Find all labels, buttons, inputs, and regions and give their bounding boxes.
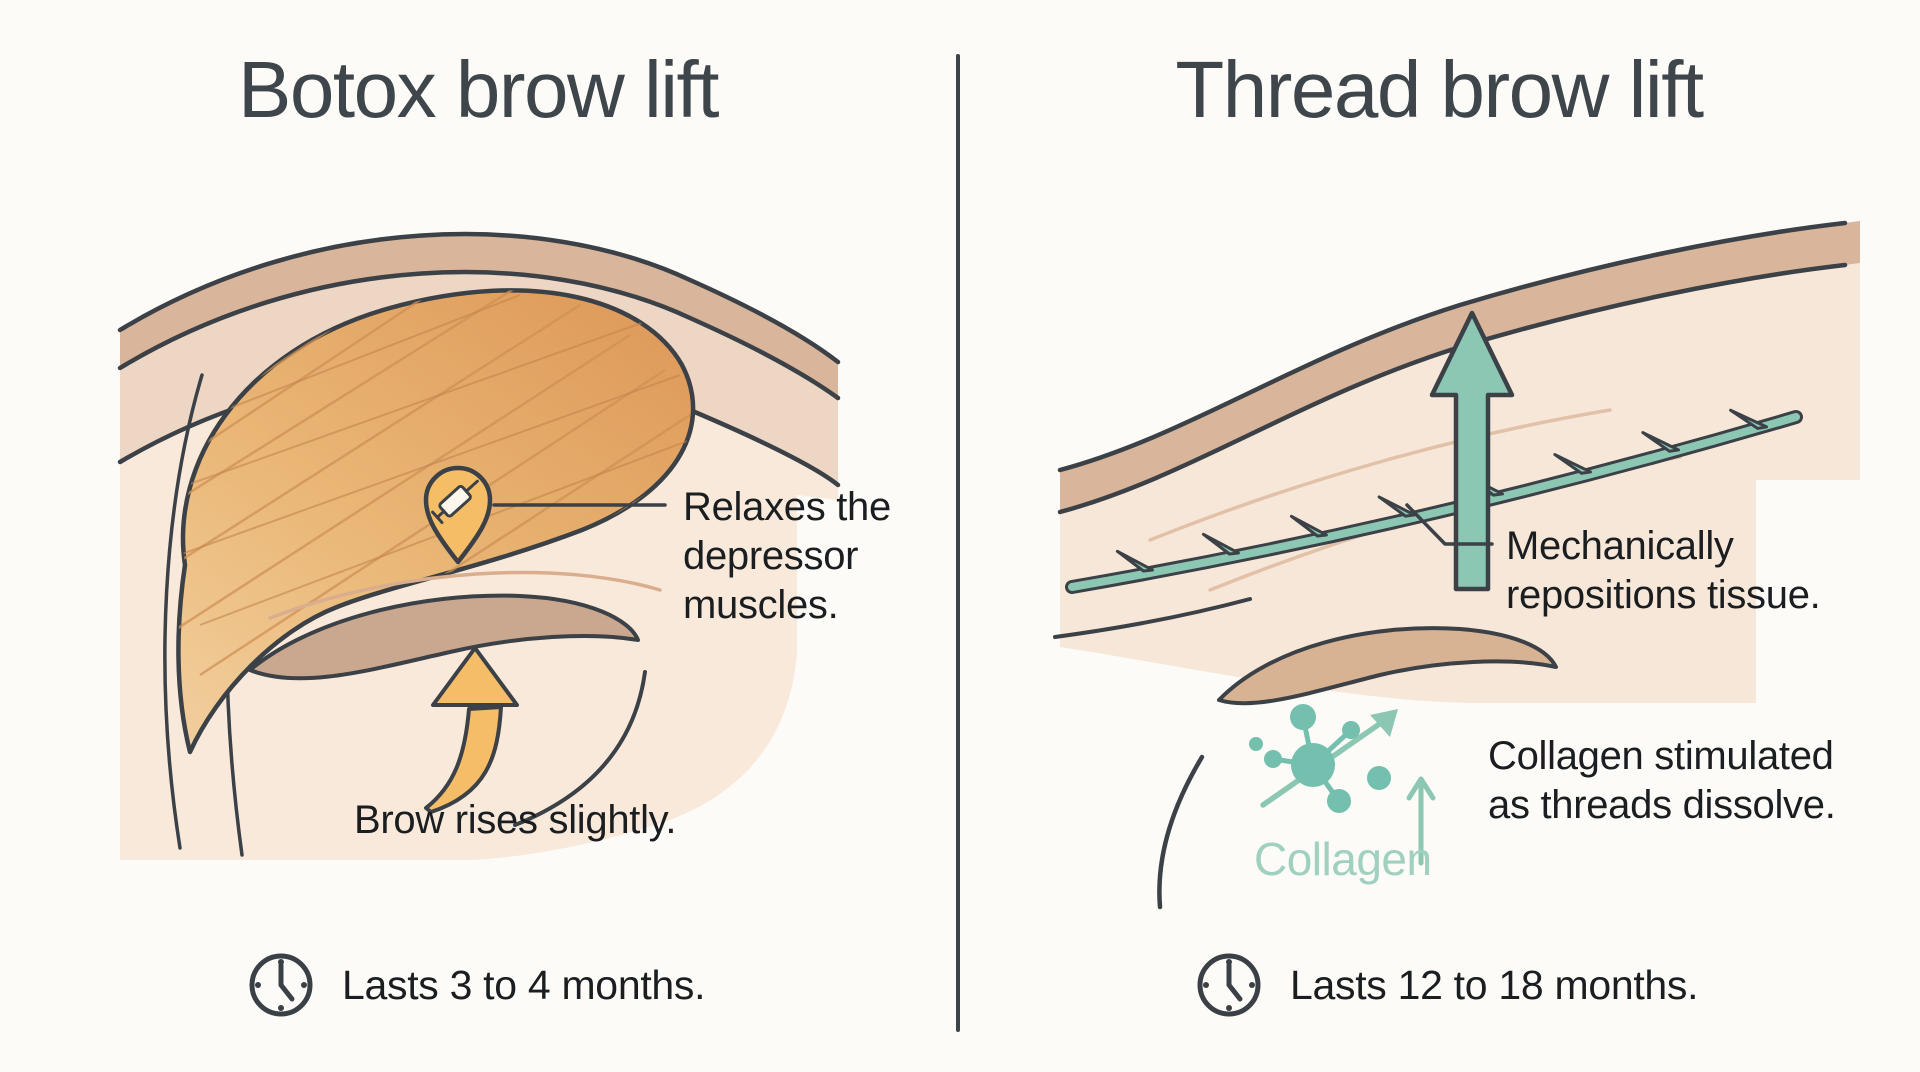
face-contour-line	[1157, 754, 1205, 910]
left-panel-title: Botox brow lift	[238, 45, 719, 134]
collagen-label: Collagen	[1254, 833, 1432, 885]
syringe-pin-icon	[423, 465, 493, 565]
brow-callout: Brow rises slightly.	[354, 798, 677, 842]
collagen-molecule-icon	[1249, 704, 1436, 866]
thread-brow-diagram	[1053, 220, 1860, 910]
thread-barbs	[1115, 408, 1769, 573]
botox-brow-diagram	[117, 231, 841, 860]
brow-ridge	[1217, 626, 1558, 706]
skin-band-tan	[120, 234, 838, 398]
up-arrow-icon	[1429, 310, 1515, 592]
thread-leader-line	[1405, 503, 1494, 546]
right-panel-title: Thread brow lift	[1175, 45, 1704, 134]
injection-callout: Relaxes the depressor muscles.	[683, 485, 891, 627]
left-duration-label: Lasts 3 to 4 months.	[342, 961, 706, 1008]
syringe-glyph	[431, 479, 479, 525]
thread-callout: Mechanically repositions tissue.	[1506, 524, 1821, 617]
right-duration-row: Lasts 12 to 18 months.	[1194, 950, 1699, 1020]
brow-crease-line	[268, 570, 662, 620]
skin-band-pink	[120, 272, 838, 485]
curved-up-arrow-icon	[424, 646, 519, 814]
left-duration-row: Lasts 3 to 4 months.	[246, 950, 706, 1020]
eye-socket-line	[513, 670, 647, 827]
right-duration-label: Lasts 12 to 18 months.	[1290, 961, 1699, 1008]
lower-tissue-line	[1053, 597, 1252, 639]
barbed-thread	[1065, 408, 1803, 594]
collagen-up-arrow-icon	[1406, 776, 1436, 866]
clock-icon	[1197, 953, 1261, 1017]
panel-divider	[956, 54, 960, 1032]
clock-icon	[249, 953, 313, 1017]
brow-ridge	[248, 593, 640, 681]
collagen-callout: Collagen stimulated as threads dissolve.	[1488, 734, 1836, 827]
